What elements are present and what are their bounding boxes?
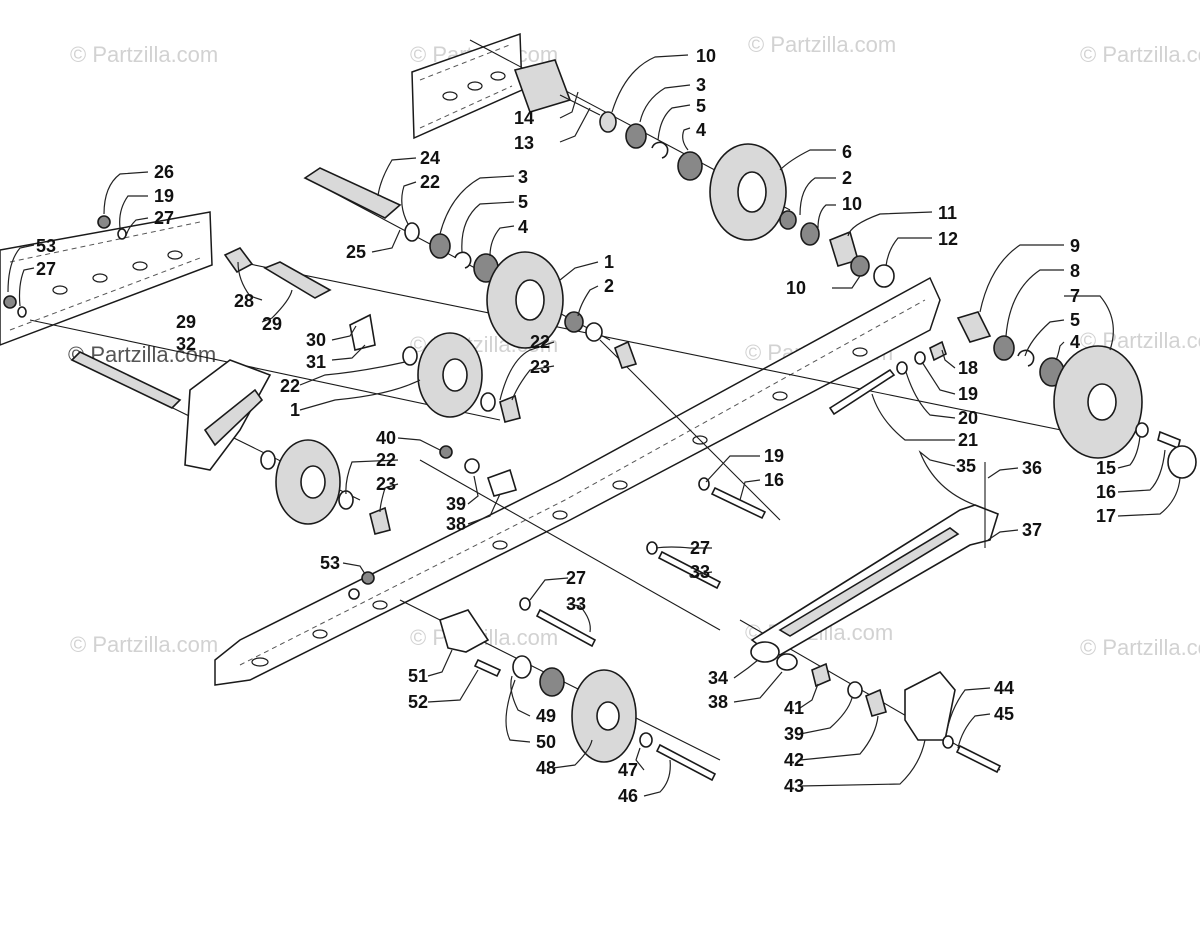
callout-label: 37 [1022, 520, 1042, 540]
callout-label: 23 [376, 474, 396, 494]
callout-label: 31 [306, 352, 326, 372]
callout-label: 16 [764, 470, 784, 490]
callout-label: 4 [518, 217, 528, 237]
callout-label: 39 [784, 724, 804, 744]
callout-label: 5 [696, 96, 706, 116]
axle-and-arm [70, 247, 418, 471]
idler-wheel-1-upper [486, 251, 638, 369]
callout-label: 10 [696, 46, 716, 66]
callout-label: 5 [1070, 310, 1080, 330]
idler-wheel-6 [709, 143, 895, 288]
callout-label: 38 [446, 514, 466, 534]
callout-label: 28 [234, 291, 254, 311]
watermark: © Partzilla.com [1080, 635, 1200, 660]
callout-labels: 10 3 5 4 14 13 6 2 10 11 12 26 19 27 24 … [36, 46, 1116, 806]
callout-label: 53 [36, 236, 56, 256]
callout-label: 27 [566, 568, 586, 588]
callout-label: 41 [784, 698, 804, 718]
callout-label: 22 [280, 376, 300, 396]
callout-label: 52 [408, 692, 428, 712]
callout-label: 15 [1096, 458, 1116, 478]
center-bolts [439, 445, 767, 648]
callout-label: 1 [290, 400, 300, 420]
callout-label: 42 [784, 750, 804, 770]
callout-label: 4 [696, 120, 706, 140]
callout-label: 33 [690, 562, 710, 582]
top-shaft-assembly [513, 59, 703, 181]
callout-label: 20 [958, 408, 978, 428]
callout-label: 32 [176, 334, 196, 354]
watermark: © Partzilla.com [1080, 42, 1200, 67]
callout-label: 22 [376, 450, 396, 470]
callout-label: 18 [958, 358, 978, 378]
callout-label: 40 [376, 428, 396, 448]
callout-label: 49 [536, 706, 556, 726]
callout-label: 51 [408, 666, 428, 686]
callout-label: 29 [176, 312, 196, 332]
callout-label: 22 [530, 332, 550, 352]
callout-label: 3 [518, 167, 528, 187]
callout-label: 21 [958, 430, 978, 450]
callout-label: 26 [154, 162, 174, 182]
callout-label: 17 [1096, 506, 1116, 526]
callout-label: 39 [446, 494, 466, 514]
callout-label: 22 [420, 172, 440, 192]
callout-label: 38 [708, 692, 728, 712]
callout-label: 19 [958, 384, 978, 404]
idler-wheel-lower-left [260, 439, 391, 535]
suspension-arm-35 [750, 462, 999, 671]
callout-label: 44 [994, 678, 1014, 698]
callout-label: 10 [842, 194, 862, 214]
front-bracket-and-wheel [348, 571, 717, 782]
callout-label: 14 [514, 108, 534, 128]
callout-label: 3 [696, 75, 706, 95]
callout-label: 27 [690, 538, 710, 558]
callout-label: 16 [1096, 482, 1116, 502]
rear-wheel-assembly [956, 311, 1197, 479]
callout-label: 36 [1022, 458, 1042, 478]
left-rail-fragment [0, 211, 213, 346]
callout-label: 50 [536, 732, 556, 752]
callout-label: 10 [786, 278, 806, 298]
left-hardware [3, 215, 127, 318]
callout-label: 1 [604, 252, 614, 272]
callout-label: 4 [1070, 332, 1080, 352]
callout-label: 25 [346, 242, 366, 262]
callout-label: 35 [956, 456, 976, 476]
callout-label: 2 [842, 168, 852, 188]
callout-label: 9 [1070, 236, 1080, 256]
callout-label: 46 [618, 786, 638, 806]
callout-label: 8 [1070, 261, 1080, 281]
callout-label: 5 [518, 192, 528, 212]
callout-label: 6 [842, 142, 852, 162]
callout-label: 48 [536, 758, 556, 778]
watermark: © Partzilla.com [748, 32, 896, 57]
callout-label: 27 [36, 259, 56, 279]
callout-label: 13 [514, 133, 534, 153]
callout-label: 19 [764, 446, 784, 466]
callout-label: 47 [618, 760, 638, 780]
bolt-21-assembly [828, 340, 947, 416]
callout-label: 53 [320, 553, 340, 573]
watermark: © Partzilla.com [70, 632, 218, 657]
callout-label: 43 [784, 776, 804, 796]
callout-label: 29 [262, 314, 282, 334]
callout-label: 34 [708, 668, 728, 688]
callout-label: 27 [154, 208, 174, 228]
callout-label: 2 [604, 276, 614, 296]
callout-label: 33 [566, 594, 586, 614]
arm-end-hardware [811, 662, 1002, 774]
watermark: © Partzilla.com [70, 42, 218, 67]
callout-label: 30 [306, 330, 326, 350]
callout-label: 7 [1070, 286, 1080, 306]
callout-label: 45 [994, 704, 1014, 724]
callout-label: 19 [154, 186, 174, 206]
idler-wheel-1-middle [417, 332, 521, 423]
leader-lines [7, 54, 1181, 797]
callout-label: 11 [938, 203, 957, 223]
callout-label: 24 [420, 148, 440, 168]
callout-label: 12 [938, 229, 958, 249]
callout-label: 23 [530, 357, 550, 377]
